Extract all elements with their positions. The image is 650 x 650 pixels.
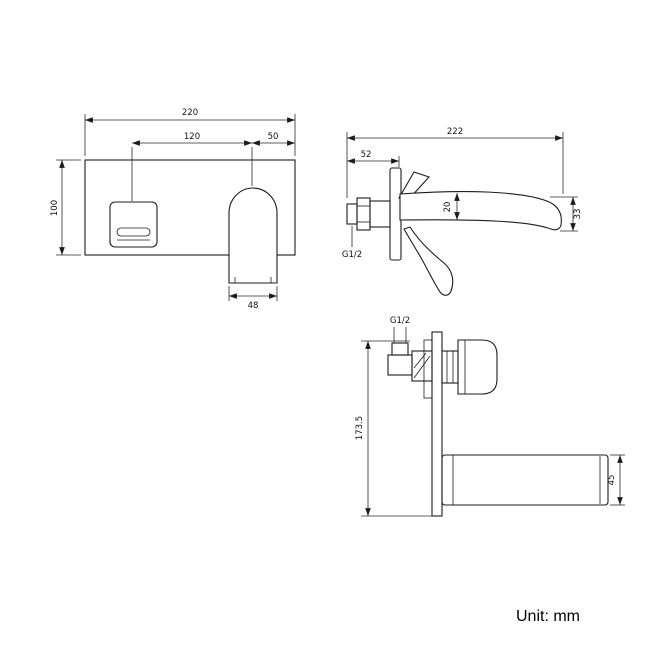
handle-knob-profile (457, 339, 498, 395)
thread-label-side: G1/2 (342, 250, 362, 260)
wall-plate-front (84, 159, 296, 256)
spout-side (399, 191, 562, 231)
dim-20: 20 (443, 193, 460, 220)
dim-label-48: 48 (248, 301, 259, 311)
dim-173-5: 173.5 (355, 340, 433, 517)
thread-label-profile: G1/2 (390, 316, 410, 326)
dim-45: 45 (607, 454, 625, 506)
dim-100: 100 (50, 159, 81, 256)
valve-body-side (369, 200, 391, 228)
dim-label-120: 120 (184, 132, 200, 142)
dim-label-50: 50 (268, 132, 279, 142)
side-view: G1/2 222 52 20 3 (342, 127, 583, 296)
dim-120-50: 120 50 (131, 132, 295, 201)
inlet-connector (411, 350, 433, 382)
dim-label-45: 45 (607, 475, 617, 486)
unit-note: Unit: mm (516, 608, 580, 625)
body-view: G1/2 173.5 45 (355, 316, 625, 517)
dim-220: 220 (84, 108, 296, 156)
dim-label-20: 20 (443, 202, 453, 213)
handle-slot (116, 227, 151, 237)
inlet-body (387, 354, 413, 376)
dim-label-173-5: 173.5 (355, 416, 365, 440)
spout-front (228, 187, 278, 284)
dim-48: 48 (228, 286, 278, 311)
mounting-flange-side (389, 167, 402, 261)
thread-stub (391, 342, 409, 356)
dim-52: 52 (347, 150, 400, 167)
dim-label-220: 220 (182, 108, 198, 118)
front-view: 220 120 50 100 48 (50, 108, 296, 311)
dim-label-100: 100 (50, 200, 60, 216)
dim-label-33: 33 (573, 209, 583, 220)
handle-neck (441, 350, 459, 384)
inlet-nut-side (356, 197, 371, 231)
cartridge-housing (423, 339, 433, 399)
thread-callout-side: G1/2 (342, 226, 362, 260)
spout-barrel-profile (441, 454, 609, 506)
thread-callout-profile: G1/2 (390, 316, 410, 343)
dim-33: 33 (550, 196, 583, 232)
dim-label-222: 222 (447, 127, 463, 137)
lever-handle-side (403, 226, 454, 296)
wall-plate-profile (431, 331, 443, 517)
dim-label-52: 52 (361, 150, 372, 160)
dim-222: 222 (346, 127, 564, 198)
inlet-pipe-side (346, 203, 358, 225)
